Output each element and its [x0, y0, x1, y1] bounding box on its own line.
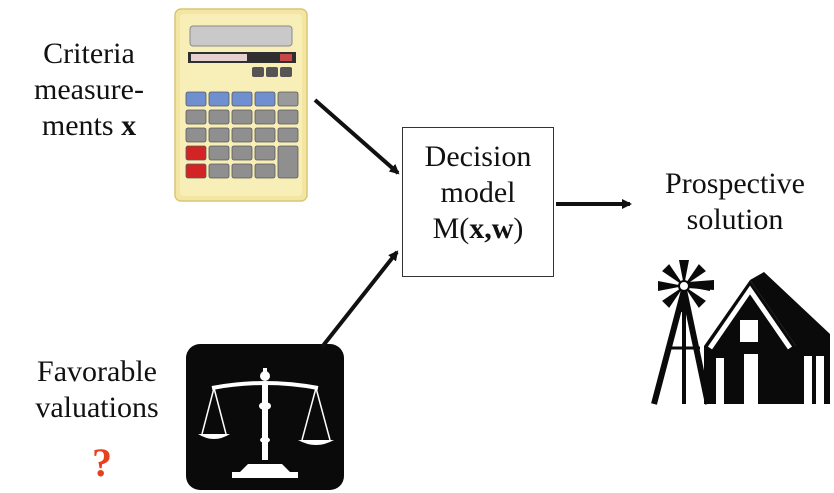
decision-formula: M(x,w): [403, 211, 553, 247]
question-mark: ?: [92, 440, 112, 485]
decision-model-box: Decision model M(x,w): [402, 127, 554, 277]
favorable-label: Favorable valuations: [12, 354, 182, 426]
formula-w: w: [491, 212, 514, 245]
criteria-line-1: Criteria: [43, 37, 135, 70]
prospective-line-1: Prospective: [665, 167, 805, 200]
decision-line-2: model: [440, 176, 516, 209]
favorable-line-2: valuations: [35, 391, 159, 424]
criteria-line-2: measure-: [34, 73, 144, 106]
arrow-criteria-to-model: [313, 98, 400, 175]
criteria-label: Criteria measure- ments x: [14, 36, 164, 144]
farm-windmill-icon: [651, 260, 830, 405]
formula-prefix: M(: [432, 212, 470, 245]
favorable-line-1: Favorable: [37, 355, 157, 388]
formula-separator: ,: [484, 212, 492, 245]
decision-line-1: Decision: [424, 140, 532, 173]
formula-x: x: [469, 212, 485, 245]
prospective-solution-label: Prospective solution: [640, 166, 830, 238]
criteria-line-3: ments x: [14, 108, 164, 144]
formula-suffix: ): [513, 212, 524, 245]
arrow-valuations-to-model: [320, 250, 399, 349]
balance-scales-icon: [186, 344, 344, 490]
criteria-line-3-text: ments: [41, 109, 122, 142]
criteria-variable-x: x: [121, 109, 137, 142]
calculator-icon: [174, 8, 308, 202]
prospective-line-2: solution: [686, 203, 784, 236]
